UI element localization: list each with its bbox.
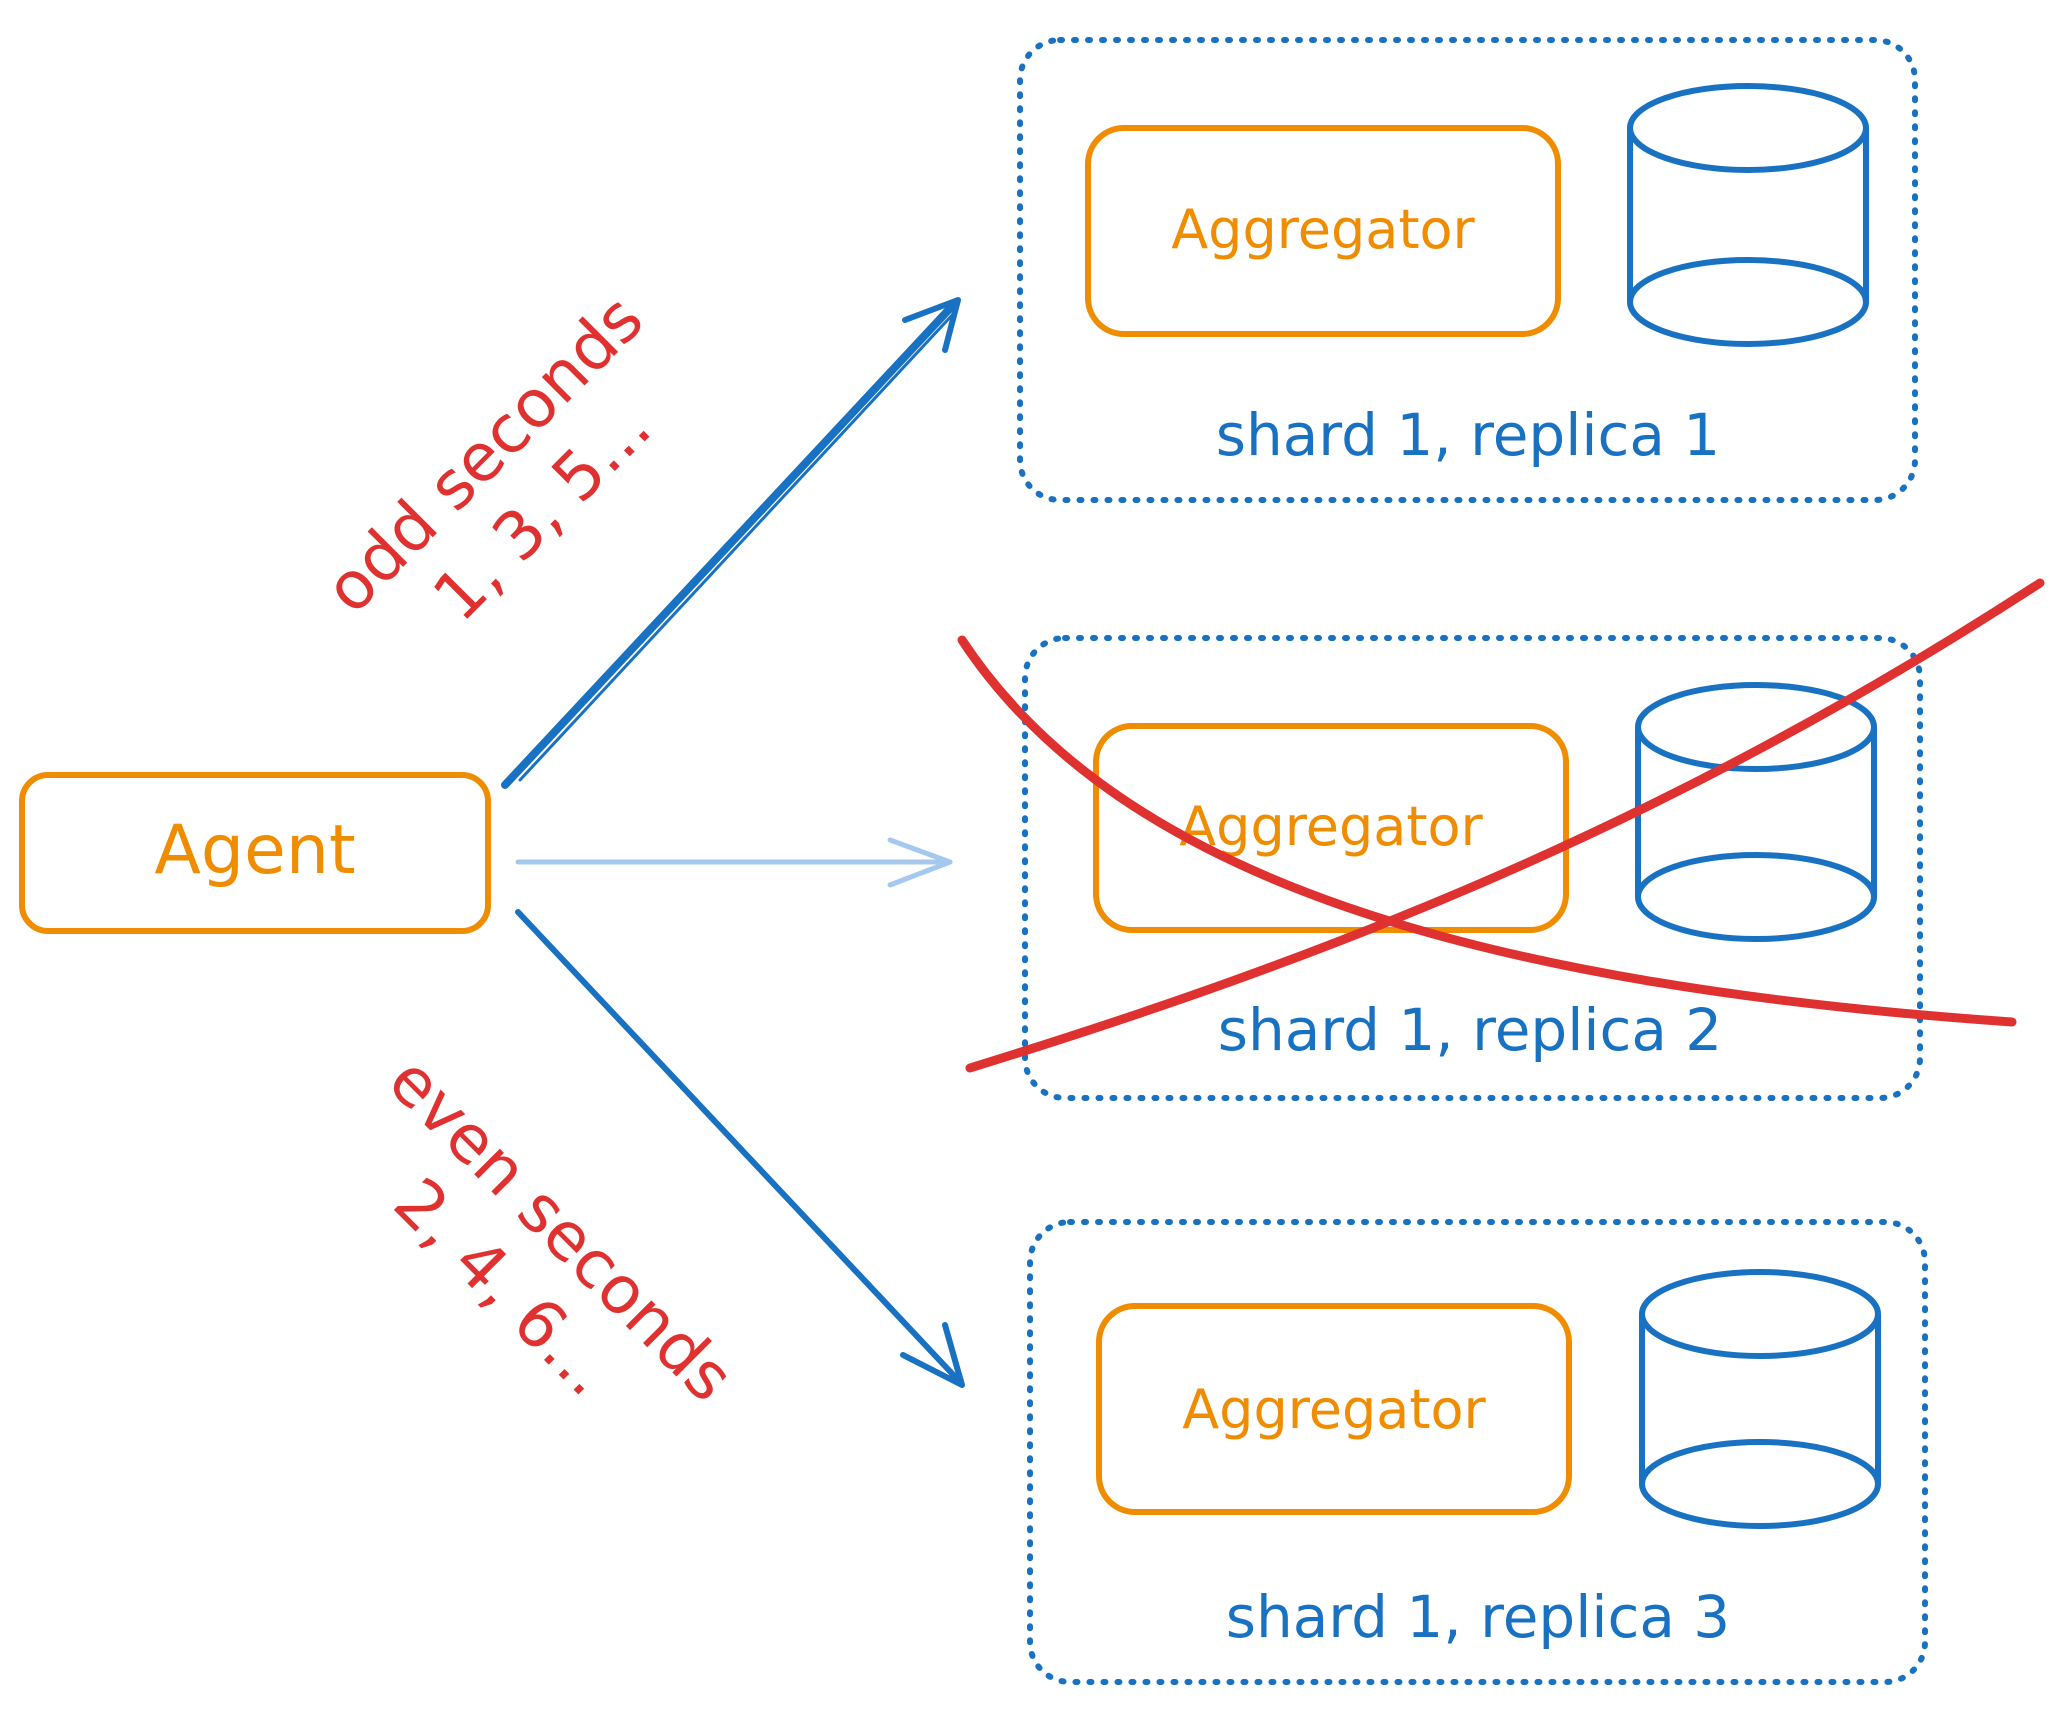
- replica-3-aggregator-box: [1096, 1303, 1572, 1515]
- replica-2-aggregator-box: [1093, 723, 1569, 933]
- replica-2-container: [1022, 635, 1923, 1101]
- replica-1-aggregator-box: [1085, 125, 1561, 337]
- agent-node: Agent: [19, 772, 491, 934]
- agent-box: [19, 772, 491, 934]
- database-icon: [1639, 1269, 1881, 1529]
- database-icon: [1635, 682, 1877, 942]
- replica-3-container: [1027, 1219, 1928, 1685]
- replica-2-caption: shard 1, replica 2: [1218, 996, 1722, 1064]
- arrow-to-replica-1: [501, 297, 961, 789]
- replica-2-aggregator-label: Aggregator: [1179, 795, 1483, 858]
- replica-2-group: Aggregator shard 1, replica 2: [957, 578, 2045, 1101]
- replica-3-aggregator-label: Aggregator: [1182, 1378, 1486, 1441]
- arrow-to-replica-2-faded: [515, 837, 953, 888]
- replica-1-aggregator-label: Aggregator: [1171, 198, 1475, 261]
- agent-label: Agent: [154, 811, 355, 890]
- replica-1-container: [1017, 37, 1918, 503]
- even-seconds-label: even seconds 2, 4, 6...: [374, 1042, 749, 1417]
- replica-1-caption: shard 1, replica 1: [1216, 401, 1720, 469]
- arrow-to-replica-3: [515, 909, 965, 1388]
- replica-3-caption: shard 1, replica 3: [1226, 1583, 1730, 1651]
- replica-3-group: Aggregator shard 1, replica 3: [1027, 1219, 1928, 1685]
- replica-1-group: Aggregator shard 1, replica 1: [1017, 37, 1918, 503]
- database-icon: [1627, 83, 1869, 347]
- x-mark-icon: [957, 578, 2045, 1073]
